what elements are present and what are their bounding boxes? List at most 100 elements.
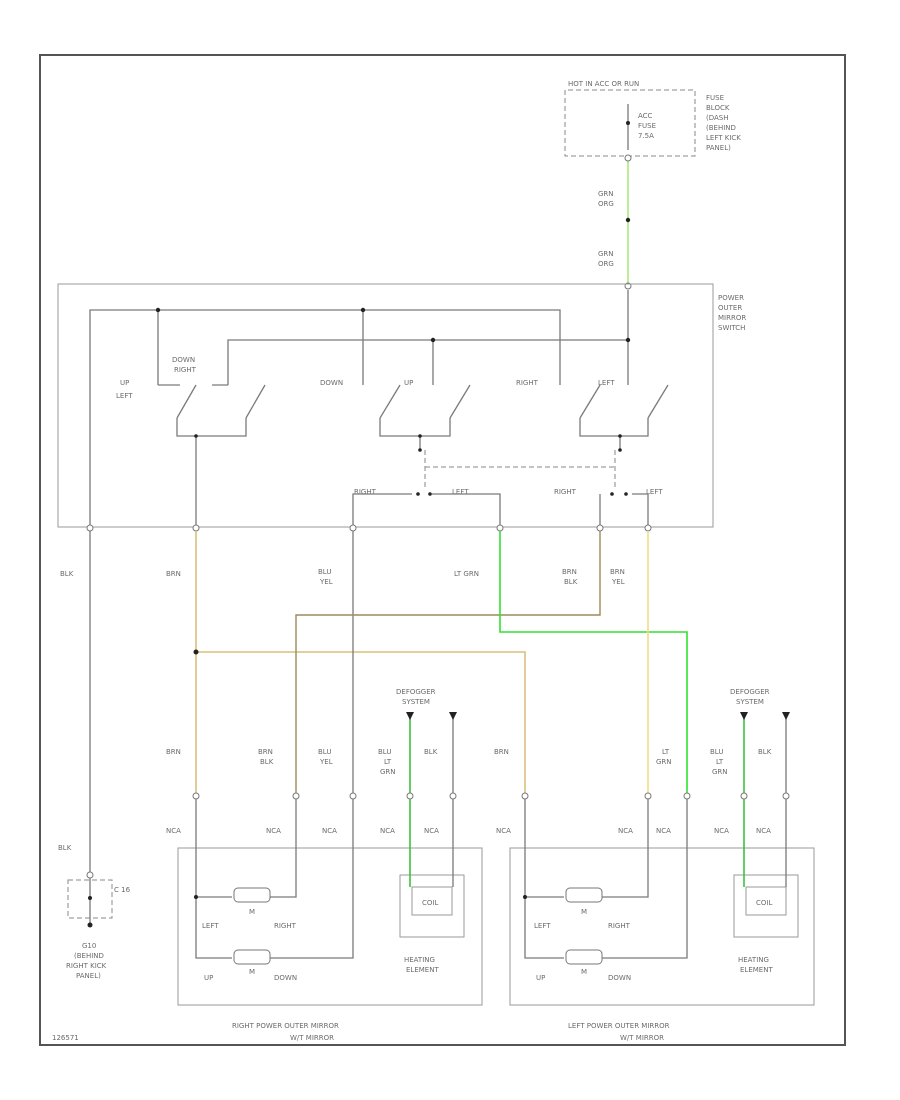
- diagram-frame: [39, 54, 846, 1046]
- r-motor-lr: [233, 887, 271, 903]
- switch3-blade-b: [647, 384, 669, 419]
- r-heater-label-1: HEATING: [404, 956, 435, 964]
- r-label-up: UP: [204, 974, 213, 982]
- terminal-lt-grn: [496, 524, 504, 532]
- switch1-common: [176, 418, 247, 437]
- switch1-blade-b: [245, 384, 266, 419]
- right-mirror-housing: [177, 847, 483, 1006]
- fuse-block: HOT IN ACC OR RUN ACC FUSE 7.5A FUSE BLO…: [564, 80, 741, 157]
- switch-terminals: [86, 524, 652, 532]
- label-r-blu: BLU: [378, 748, 391, 756]
- contact-left-label: LEFT: [116, 392, 133, 400]
- l-motor-ud-return: [602, 799, 688, 959]
- label-brn-blk-top-a: BRN: [562, 568, 577, 576]
- switch1-blade-a: [176, 384, 197, 419]
- nca-8: NCA: [656, 827, 671, 835]
- ground-connector-outline: [67, 879, 113, 919]
- nca-4: NCA: [380, 827, 395, 835]
- r-motor-lr-return: [270, 799, 297, 898]
- terminal-brn-yel: [644, 524, 652, 532]
- contact-right-label: RIGHT: [174, 366, 197, 374]
- left-mirror-title-1: LEFT POWER OUTER MIRROR: [568, 1022, 670, 1030]
- terminal-l-1: [521, 792, 529, 800]
- l-label-down: DOWN: [608, 974, 631, 982]
- r-label-right: RIGHT: [274, 922, 297, 930]
- switch-label-4: SWITCH: [718, 324, 745, 332]
- label-l-blu: BLU: [710, 748, 723, 756]
- switch-label-3: MIRROR: [718, 314, 746, 322]
- ground-label-4: PANEL): [76, 972, 101, 980]
- nca-2: NCA: [266, 827, 281, 835]
- brn-blk-wire: [295, 531, 601, 793]
- left-mirror-housing: [509, 847, 815, 1006]
- select-left-label-1: LEFT: [452, 488, 469, 496]
- defogger-label-l1: DEFOGGER: [730, 688, 770, 696]
- terminal-blk: [86, 524, 94, 532]
- terminal-blu-yel: [349, 524, 357, 532]
- select-left-contact-1: [432, 493, 501, 527]
- label-brn-yel-top-b: YEL: [611, 578, 625, 586]
- l-motor-ud: [565, 949, 603, 965]
- label-l-lt2: LT: [716, 758, 724, 766]
- fuse-block-label-6: PANEL): [706, 144, 731, 152]
- lower-wire-labels: BRN BRN BLK BLU YEL BLU LT GRN BLK BRN L…: [166, 748, 772, 776]
- switch2-blade-a: [379, 384, 401, 419]
- fuse-block-label-1: FUSE: [706, 94, 724, 102]
- l-label-up: UP: [536, 974, 545, 982]
- defogger-feeds: DEFOGGER SYSTEM DEFOGGER SYSTEM: [396, 688, 790, 793]
- terminal-r-1: [192, 792, 200, 800]
- terminal-l-4: [740, 792, 748, 800]
- label-l-brn: BRN: [494, 748, 509, 756]
- fuse-label-3: 7.5A: [638, 132, 654, 140]
- ground-dot-1: [88, 896, 92, 900]
- terminal-r-3: [349, 792, 357, 800]
- terminal-r-4: [406, 792, 414, 800]
- left-mirror: M M LEFT RIGHT UP DOWN COIL HEATING ELEM…: [509, 799, 815, 1006]
- r-label-down: DOWN: [274, 974, 297, 982]
- mirror-switch: POWER OUTER MIRROR SWITCH UP LEFT DOWN R…: [57, 283, 746, 528]
- defogger-label-r1: DEFOGGER: [396, 688, 436, 696]
- feed-label-1b: ORG: [598, 200, 614, 208]
- defogger-label-r2: SYSTEM: [402, 698, 430, 706]
- select-contact-dot-3: [610, 492, 614, 496]
- right-mirror-title-1: RIGHT POWER OUTER MIRROR: [232, 1022, 339, 1030]
- switch2-blade-b: [449, 384, 471, 419]
- terminal-l-2: [644, 792, 652, 800]
- l-heater-label-1: HEATING: [738, 956, 769, 964]
- harness-wires: BLK BRN BLU YEL LT GRN BRN BLK BRN YEL: [60, 531, 688, 872]
- feed-bus-branch: [227, 339, 628, 385]
- lt-grn-wire: [499, 531, 688, 793]
- select-pivot-1: [418, 448, 422, 452]
- terminal-brn: [192, 524, 200, 532]
- label-r-blu-yel-b: YEL: [319, 758, 333, 766]
- ground-label-3: RIGHT KICK: [66, 962, 107, 970]
- brn-splice: [193, 649, 199, 655]
- label-r-lt: LT: [384, 758, 392, 766]
- nca-5: NCA: [424, 827, 439, 835]
- nca-10: NCA: [756, 827, 771, 835]
- defogger-label-l2: SYSTEM: [736, 698, 764, 706]
- label-r-blk: BLK: [424, 748, 438, 756]
- contact-up-label: UP: [120, 379, 129, 387]
- label-r-brn-blk-b: BLK: [260, 758, 274, 766]
- feed-label-2a: GRN: [598, 250, 614, 258]
- l-motor-m1: M: [581, 908, 587, 916]
- r-mirror-dot: [194, 895, 198, 899]
- switch2-common: [379, 418, 451, 437]
- contact-down2-label: DOWN: [320, 379, 343, 387]
- l-heater-coil: [745, 886, 787, 916]
- r-motor-m1: M: [249, 908, 255, 916]
- fuse-block-label-2: BLOCK: [706, 104, 730, 112]
- r-label-left: LEFT: [202, 922, 219, 930]
- contact-left3-label: LEFT: [598, 379, 615, 387]
- fuse-label-1: ACC: [638, 112, 653, 120]
- switch1-dot: [194, 434, 198, 438]
- brn-branch-wire: [196, 651, 526, 793]
- select-right-label-1: RIGHT: [354, 488, 377, 496]
- contact-down-label: DOWN: [172, 356, 195, 364]
- l-mirror-common: [524, 799, 564, 959]
- switch-label-2: OUTER: [718, 304, 742, 312]
- document-id: 126571: [52, 1034, 79, 1042]
- label-brn-blk-top-b: BLK: [564, 578, 578, 586]
- nca-3: NCA: [322, 827, 337, 835]
